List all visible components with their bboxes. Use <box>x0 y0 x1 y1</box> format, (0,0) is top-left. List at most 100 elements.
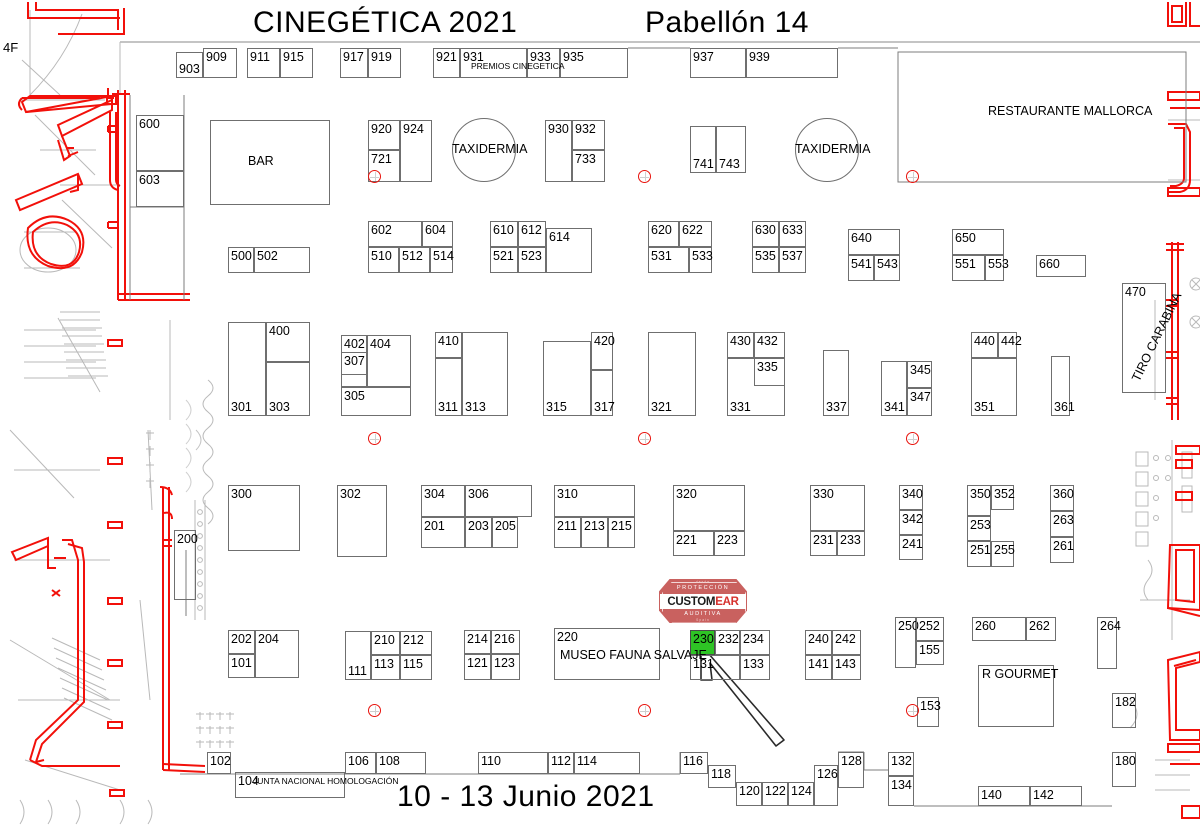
booth-610[interactable]: 610 <box>490 221 518 247</box>
booth-311[interactable]: 311 <box>435 358 462 416</box>
booth-919[interactable]: 919 <box>368 48 401 78</box>
booth-620[interactable]: 620 <box>648 221 679 247</box>
booth-303[interactable]: 303 <box>266 362 310 416</box>
booth-122[interactable]: 122 <box>762 782 788 806</box>
booth-512[interactable]: 512 <box>399 247 430 273</box>
booth-933[interactable]: 933 <box>527 48 560 78</box>
booth-232[interactable]: 232 <box>715 630 740 655</box>
booth-432[interactable]: 432 <box>754 332 785 358</box>
booth-101[interactable]: 101 <box>228 654 255 678</box>
booth-251[interactable]: 251 <box>967 541 991 567</box>
booth-321[interactable]: 321 <box>648 332 696 416</box>
booth-153[interactable]: 153 <box>917 697 941 727</box>
booth-330[interactable]: 330 <box>810 485 865 531</box>
area-taxidermia-2[interactable] <box>795 118 859 182</box>
booth-223[interactable]: 223 <box>714 531 745 556</box>
booth-114[interactable]: 114 <box>574 752 640 774</box>
booth-352[interactable]: 352 <box>991 485 1015 510</box>
booth-262[interactable]: 262 <box>1026 617 1056 641</box>
booth-106[interactable]: 106 <box>345 752 376 774</box>
booth-120[interactable]: 120 <box>736 782 762 806</box>
booth-350[interactable]: 350 <box>967 485 991 516</box>
booth-155[interactable]: 155 <box>916 641 944 665</box>
booth-602[interactable]: 602 <box>368 221 422 247</box>
booth-911[interactable]: 911 <box>247 48 280 78</box>
booth-921[interactable]: 921 <box>433 48 460 78</box>
booth-603[interactable]: 603 <box>136 171 184 207</box>
booth-442[interactable]: 442 <box>998 332 1022 358</box>
booth-340[interactable]: 340 <box>899 485 923 510</box>
booth-410[interactable]: 410 <box>435 332 462 358</box>
booth-361[interactable]: 361 <box>1051 356 1075 416</box>
booth-102[interactable]: 102 <box>207 752 231 774</box>
booth-939[interactable]: 939 <box>746 48 838 78</box>
booth-360[interactable]: 360 <box>1050 485 1074 511</box>
booth-320[interactable]: 320 <box>673 485 745 531</box>
booth-317[interactable]: 317 <box>591 370 615 416</box>
booth-252[interactable]: 252 <box>916 617 944 641</box>
booth-234[interactable]: 234 <box>740 630 770 655</box>
booth-180[interactable]: 180 <box>1112 752 1136 787</box>
booth-142[interactable]: 142 <box>1030 786 1082 806</box>
booth-128[interactable]: 128 <box>838 752 864 788</box>
booth-210[interactable]: 210 <box>371 631 400 655</box>
area-r-gourmet[interactable] <box>978 665 1054 727</box>
booth-215[interactable]: 215 <box>608 517 635 548</box>
booth-212[interactable]: 212 <box>400 631 432 655</box>
booth-430[interactable]: 430 <box>727 332 754 358</box>
booth-420[interactable]: 420 <box>591 332 615 370</box>
booth-304[interactable]: 304 <box>421 485 465 517</box>
booth-470[interactable]: 470 <box>1122 283 1166 393</box>
booth-351[interactable]: 351 <box>971 358 1017 416</box>
booth-305[interactable]: 305 <box>341 387 411 416</box>
booth-614[interactable]: 614 <box>546 228 592 273</box>
booth-301[interactable]: 301 <box>228 322 266 416</box>
booth-660[interactable]: 660 <box>1036 255 1086 277</box>
booth-141[interactable]: 141 <box>805 655 832 680</box>
area-bar[interactable] <box>210 120 330 205</box>
booth-600[interactable]: 600 <box>136 115 184 171</box>
booth-204[interactable]: 204 <box>255 630 299 678</box>
booth-535[interactable]: 535 <box>752 247 779 273</box>
booth-132[interactable]: 132 <box>888 752 914 776</box>
booth-342[interactable]: 342 <box>899 510 923 535</box>
booth-523[interactable]: 523 <box>518 247 546 273</box>
booth-917[interactable]: 917 <box>340 48 368 78</box>
booth-203[interactable]: 203 <box>465 517 492 548</box>
booth-612[interactable]: 612 <box>518 221 546 247</box>
booth-233[interactable]: 233 <box>837 531 865 556</box>
booth-924[interactable]: 924 <box>400 120 432 182</box>
booth-306[interactable]: 306 <box>465 485 532 517</box>
booth-143[interactable]: 143 <box>832 655 861 680</box>
booth-214[interactable]: 214 <box>464 630 491 654</box>
booth-337[interactable]: 337 <box>823 350 849 416</box>
booth-110[interactable]: 110 <box>478 752 548 774</box>
booth-930[interactable]: 930 <box>545 120 572 182</box>
booth-331[interactable]: 331 <box>727 358 785 416</box>
booth-255[interactable]: 255 <box>991 541 1015 567</box>
booth-202[interactable]: 202 <box>228 630 255 654</box>
booth-231[interactable]: 231 <box>810 531 837 556</box>
booth-514[interactable]: 514 <box>430 247 454 273</box>
booth-341[interactable]: 341 <box>881 361 907 416</box>
booth-134[interactable]: 134 <box>888 776 914 806</box>
booth-300[interactable]: 300 <box>228 485 300 551</box>
booth-440[interactable]: 440 <box>971 332 998 358</box>
booth-931[interactable]: 931 <box>460 48 527 78</box>
booth-307[interactable]: 307 <box>341 352 367 387</box>
booth-741[interactable]: 741 <box>690 126 716 173</box>
booth-533[interactable]: 533 <box>689 247 713 273</box>
booth-633[interactable]: 633 <box>779 221 806 247</box>
booth-182[interactable]: 182 <box>1112 693 1136 728</box>
booth-937[interactable]: 937 <box>690 48 746 78</box>
booth-531[interactable]: 531 <box>648 247 689 273</box>
booth-126[interactable]: 126 <box>814 765 838 806</box>
booth-123[interactable]: 123 <box>491 654 520 680</box>
booth-721[interactable]: 721 <box>368 150 400 182</box>
booth-347[interactable]: 347 <box>907 388 932 416</box>
booth-112[interactable]: 112 <box>548 752 574 774</box>
booth-541[interactable]: 541 <box>848 255 874 281</box>
booth-510[interactable]: 510 <box>368 247 399 273</box>
booth-200[interactable]: 200 <box>174 530 198 600</box>
booth-111[interactable]: 111 <box>345 631 371 680</box>
